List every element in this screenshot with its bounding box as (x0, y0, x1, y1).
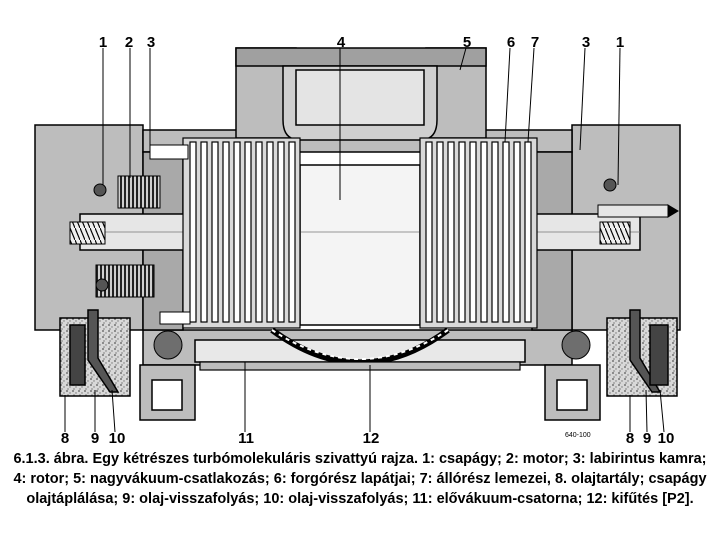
drawing-code: 640-100 (565, 432, 591, 439)
figure-caption: 6.1.3. ábra. Egy kétrészes turbómolekulá… (13, 451, 707, 507)
label-4: 4 (337, 34, 346, 51)
label-2: 2 (125, 34, 133, 51)
pump-cross-section-drawing: 1 2 3 4 5 6 7 3 1 8 9 10 11 12 8 9 10 64… (34, 34, 681, 445)
rotor-blades-left (182, 137, 301, 329)
label-3-left: 3 (147, 34, 155, 51)
high-vacuum-flange (235, 47, 487, 141)
label-10-left: 10 (109, 430, 126, 445)
label-10-right: 10 (658, 430, 675, 445)
label-9-left: 9 (91, 430, 99, 445)
rotor-blades-right (419, 137, 538, 329)
label-12: 12 (363, 430, 380, 445)
label-3-right: 3 (582, 34, 590, 51)
label-8-right: 8 (626, 430, 634, 445)
forevacuum-channel (199, 361, 521, 371)
label-5: 5 (463, 34, 471, 51)
label-7: 7 (531, 34, 539, 51)
leader-lines (64, 47, 665, 433)
label-11: 11 (238, 430, 254, 445)
bottom-labels: 8 9 10 11 12 8 9 10 (61, 430, 675, 445)
label-9-right: 9 (643, 430, 651, 445)
label-1-right: 1 (616, 34, 624, 51)
rotor-shaft (79, 164, 641, 326)
label-1-left: 1 (99, 34, 107, 51)
bearings (69, 178, 679, 292)
label-8-left: 8 (61, 430, 69, 445)
oil-reservoirs (59, 309, 678, 397)
top-labels: 1 2 3 4 5 6 7 3 1 (99, 34, 624, 51)
labyrinth-chambers (149, 144, 591, 360)
label-6: 6 (507, 34, 515, 51)
